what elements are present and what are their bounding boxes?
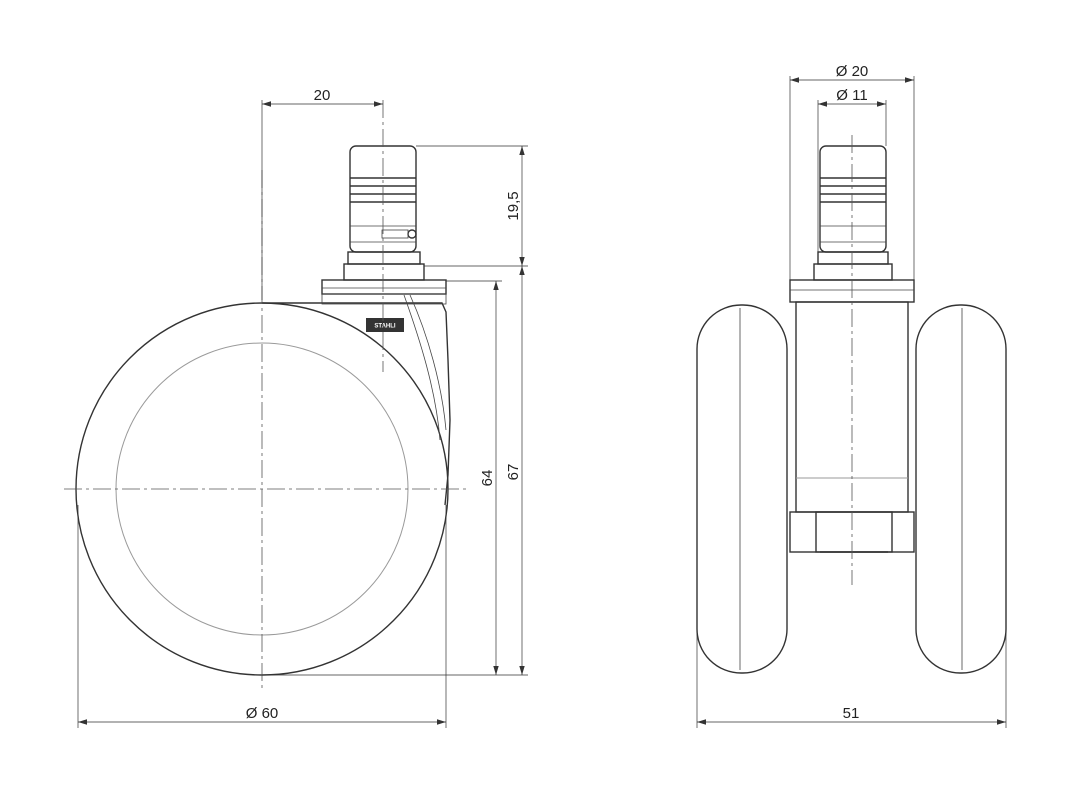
dim-total-height-67: 67 bbox=[505, 464, 522, 481]
brand-badge bbox=[366, 318, 404, 332]
front-axle-hub bbox=[815, 511, 893, 553]
stem-base bbox=[347, 251, 421, 265]
housing-inner-curve-2 bbox=[409, 294, 447, 431]
dim-wheel-height-64: 64 bbox=[479, 470, 496, 487]
side-view: STAHLI 20 19,5 64 67 Ø 60 bbox=[64, 87, 528, 728]
mount-plate-lower bbox=[321, 293, 447, 305]
dim-stem-height: 19,5 bbox=[505, 191, 522, 220]
dim-wheel-diameter: Ø 60 bbox=[246, 705, 279, 722]
left-wheel bbox=[696, 304, 788, 674]
front-stem-base bbox=[817, 251, 889, 265]
front-stem-collar bbox=[813, 263, 893, 281]
dim-total-width: 51 bbox=[843, 705, 860, 722]
front-view: Ø 20 Ø 11 51 bbox=[696, 63, 1007, 728]
dim-stem-diameter: Ø 11 bbox=[836, 87, 867, 104]
right-wheel bbox=[915, 304, 1007, 674]
front-stem-body bbox=[819, 145, 887, 253]
brand-logo: STAHLI bbox=[374, 324, 396, 330]
dim-collar-diameter: Ø 20 bbox=[836, 63, 869, 80]
housing-inner-curve bbox=[403, 294, 441, 441]
stem-collar bbox=[343, 263, 425, 281]
mount-plate bbox=[321, 279, 447, 295]
dim-side-offset: 20 bbox=[314, 87, 331, 104]
stem-ring-slot bbox=[381, 229, 409, 239]
wheel-housing bbox=[262, 302, 451, 506]
stem-ring-hole bbox=[407, 229, 417, 239]
